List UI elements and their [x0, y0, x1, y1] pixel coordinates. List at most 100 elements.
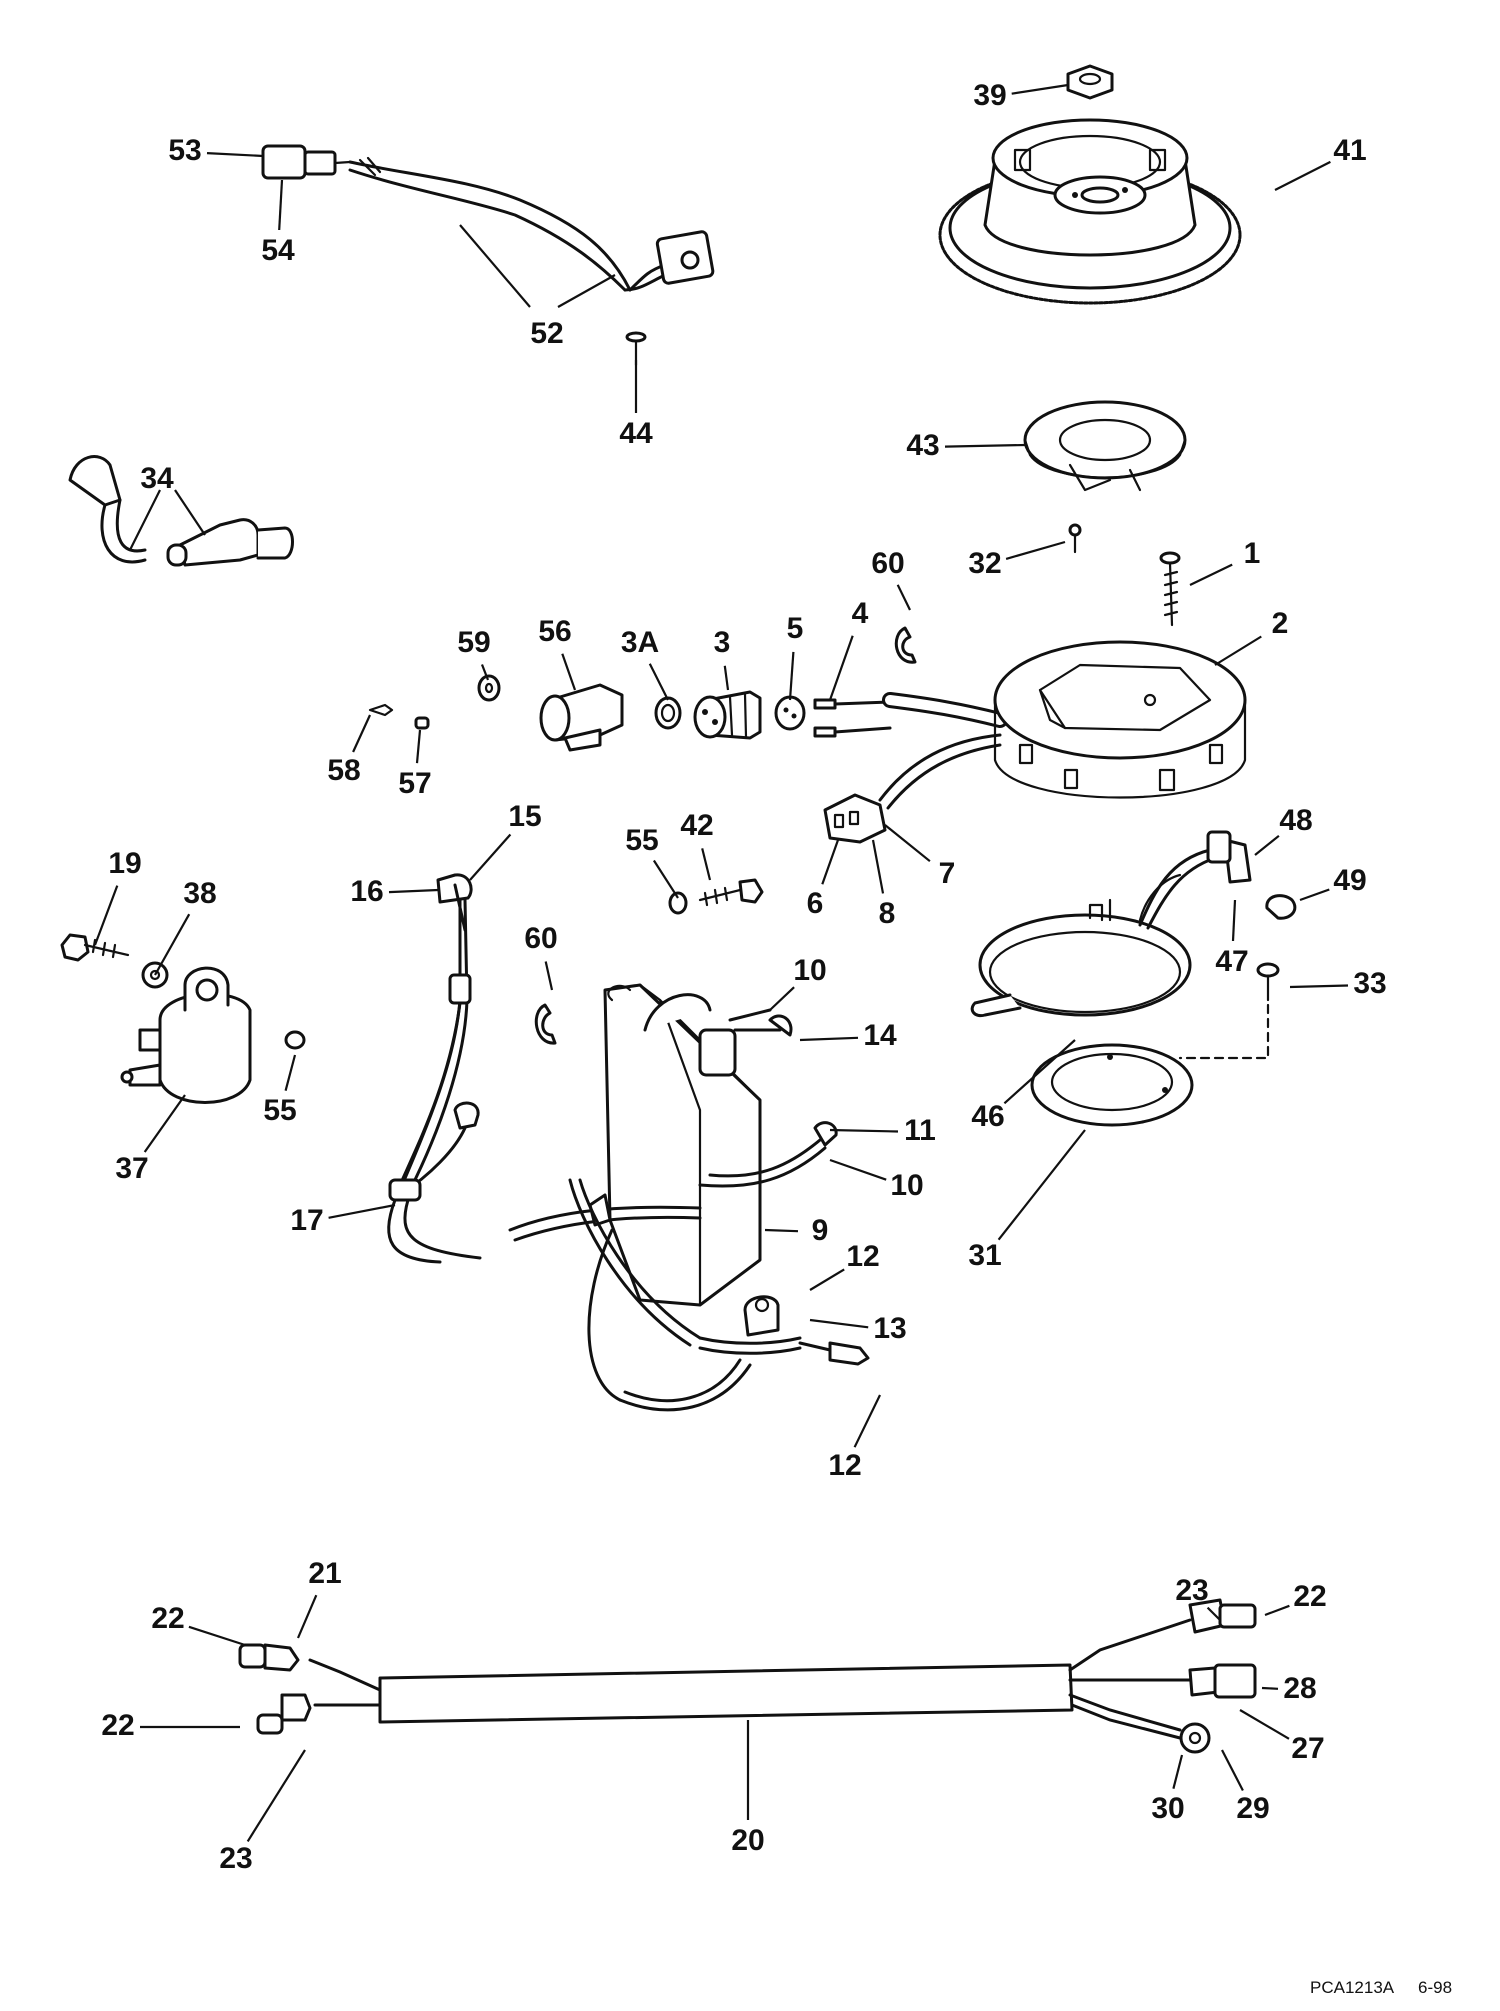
- callout-label-c22c: 22: [1293, 1580, 1326, 1613]
- leader-line-c11: [829, 1128, 899, 1133]
- callout-label-c48: 48: [1279, 804, 1312, 837]
- leader-line-c5: [788, 651, 795, 701]
- leader-line-c54: [278, 179, 284, 231]
- leader-line-c55a: [652, 859, 679, 899]
- diagram-code: PCA1213A: [1310, 1978, 1395, 1997]
- callout-label-c59: 59: [457, 626, 490, 659]
- part-2-stator: [993, 640, 1247, 799]
- callout-label-c47: 47: [1215, 945, 1248, 978]
- callout-label-c22a: 22: [151, 1602, 184, 1635]
- callout-label-c12a: 12: [846, 1240, 879, 1273]
- callout-label-c10a: 10: [793, 954, 826, 987]
- leader-line-c39: [1011, 83, 1069, 95]
- part-17-harness: [387, 873, 482, 1264]
- leader-line-c33: [1289, 984, 1349, 989]
- callout-label-c29: 29: [1236, 1792, 1269, 1825]
- callout-label-c44: 44: [619, 417, 653, 450]
- callout-label-c60a: 60: [871, 547, 904, 580]
- callout-label-c46: 46: [971, 1100, 1004, 1133]
- part-46-sensor-ring: [970, 873, 1192, 1018]
- leader-line-c60a: [896, 584, 911, 611]
- diagram-date: 6-98: [1418, 1978, 1452, 1997]
- callout-label-c21: 21: [308, 1557, 341, 1590]
- part-60-clip-bottom: [534, 1003, 557, 1045]
- callout-label-c10b: 10: [890, 1169, 923, 1202]
- leader-line-c43: [944, 443, 1026, 448]
- callout-label-c32: 32: [968, 547, 1001, 580]
- callout-label-c17: 17: [290, 1204, 323, 1237]
- leader-line-c21: [296, 1594, 318, 1639]
- part-39-nut: [1066, 64, 1114, 100]
- callout-label-c55b: 55: [263, 1094, 296, 1127]
- leader-line-c30: [1172, 1754, 1184, 1789]
- callout-label-c53: 53: [168, 134, 201, 167]
- part-60-clip-top: [894, 626, 917, 664]
- callout-leaders-multi: [129, 224, 616, 551]
- callout-label-c54: 54: [261, 234, 295, 267]
- leader-line-c29: [1221, 1749, 1244, 1792]
- leader-line-c31: [997, 1129, 1086, 1241]
- callout-label-c19: 19: [108, 847, 141, 880]
- part-48-wire-connector: [1138, 830, 1252, 930]
- callout-label-c22b: 22: [101, 1709, 134, 1742]
- leader-line-c12b: [853, 1394, 881, 1448]
- part-55-washer-center: [668, 891, 688, 915]
- part-37-ignition-coil: [120, 966, 252, 1104]
- leader-line-c57: [415, 729, 422, 764]
- leader-line-c22a: [188, 1625, 246, 1647]
- leader-line-c55b: [284, 1054, 297, 1091]
- leader-line-c9: [764, 1228, 799, 1233]
- leader-line-c4: [828, 635, 854, 701]
- part-6-connector: [823, 733, 1002, 844]
- callout-label-c27: 27: [1291, 1732, 1324, 1765]
- part-3-connector-body: [693, 690, 762, 740]
- leader-line-c16: [388, 888, 439, 894]
- part-3A-o-ring: [654, 696, 682, 730]
- leader-line-c3: [723, 665, 730, 691]
- part-38-washer: [141, 961, 169, 989]
- callout-label-c2: 2: [1272, 607, 1289, 640]
- callout-label-c20: 20: [731, 1824, 764, 1857]
- leader-line-c2: [1214, 635, 1262, 666]
- callout-label-c55a: 55: [625, 824, 658, 857]
- leader-line-c53: [206, 152, 264, 158]
- callout-label-c5: 5: [787, 612, 804, 645]
- callout-label-c23b: 23: [1175, 1574, 1208, 1607]
- part-20-main-harness: [238, 1598, 1257, 1754]
- leader-line-c32: [1005, 540, 1066, 560]
- leader-line-c58: [352, 714, 372, 753]
- callout-label-c31: 31: [968, 1239, 1001, 1272]
- leader-line-c15: [469, 833, 512, 881]
- part-58-pin: [368, 703, 394, 717]
- part-4-terminals: [813, 692, 1008, 738]
- part-5-grommet: [774, 695, 806, 731]
- part-44-screw: [625, 331, 647, 367]
- part-9-power-pack: [508, 983, 870, 1412]
- callout-label-c8: 8: [879, 897, 896, 930]
- part-31-gasket-ring: [1030, 1043, 1194, 1127]
- leader-line-c13: [809, 1318, 869, 1329]
- callout-label-c57: 57: [398, 767, 431, 800]
- leader-line-c1: [1189, 563, 1233, 586]
- callout-label-c9: 9: [812, 1214, 829, 1247]
- leader-line-c28: [1261, 1686, 1279, 1690]
- leader-line-c22c: [1264, 1604, 1290, 1617]
- part-57-screw: [414, 716, 430, 730]
- callout-label-c4: 4: [852, 597, 869, 630]
- part-49-grommet: [1265, 894, 1297, 920]
- part-41-flywheel: [938, 118, 1242, 305]
- leader-line-c23b: [1206, 1606, 1221, 1621]
- leader-line-c7: [884, 824, 931, 863]
- leader-line-c38: [154, 913, 191, 976]
- part-47-screw: [1256, 962, 1280, 1002]
- callout-label-c38: 38: [183, 877, 216, 910]
- leader-line-c3A: [648, 663, 669, 701]
- part-34-spark-plug-leads: [68, 455, 294, 567]
- leader-line-c41: [1274, 160, 1331, 191]
- callout-label-c42: 42: [680, 809, 713, 842]
- leader-line-c27: [1239, 1709, 1290, 1740]
- callout-label-c34: 34: [140, 462, 174, 495]
- leader-line-c14: [799, 1036, 859, 1042]
- callout-label-c14: 14: [863, 1019, 897, 1052]
